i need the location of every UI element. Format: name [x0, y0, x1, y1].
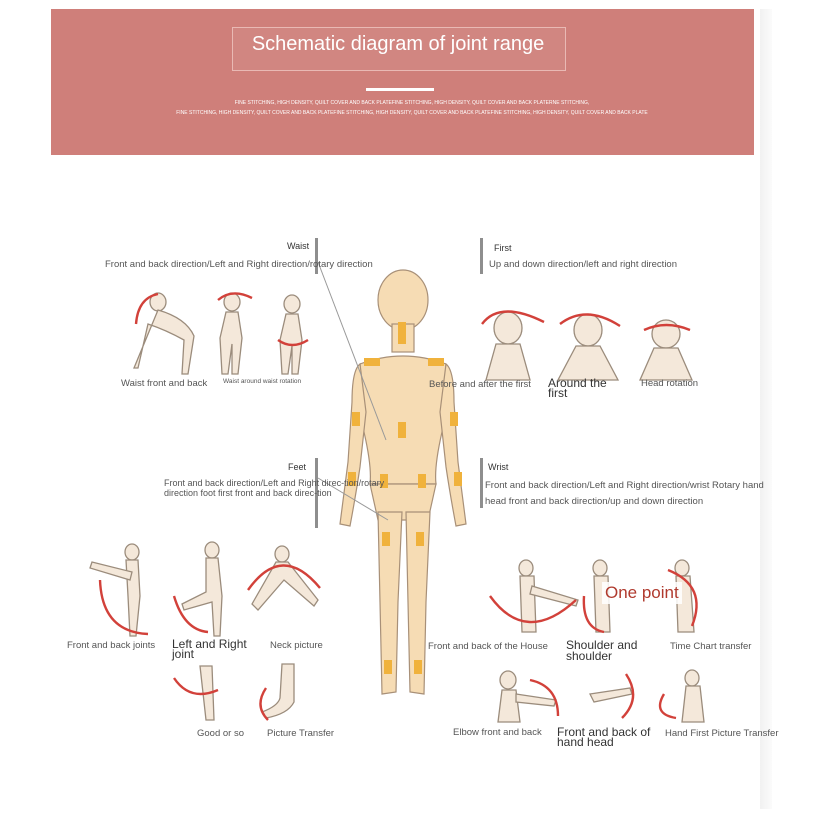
caption-head-rotation: Head rotation — [641, 378, 699, 389]
wrist-description: Front and back direction/Left and Right … — [485, 480, 764, 507]
title-frame — [232, 27, 566, 71]
feet-title: Feet — [288, 462, 307, 472]
header-banner — [51, 9, 754, 155]
central-body-figure — [339, 269, 467, 695]
caption-feet-front-back: Front and back joints — [67, 640, 156, 651]
caption-head-around: Around the first — [548, 376, 607, 400]
page-edge-shadow — [760, 9, 772, 809]
caption-wrist-shoulder: Shoulder and shoulder — [566, 638, 638, 663]
head-pose-illustrations — [481, 310, 693, 381]
head-title: First — [494, 243, 512, 253]
caption-wrist-time-chart: Time Chart transfer — [670, 641, 752, 652]
caption-wrist-hand-head: Front and back of hand head — [557, 725, 651, 749]
fine-print-line-1: FINE STITCHING, HIGH DENSITY, QUILT COVE… — [234, 100, 590, 106]
caption-feet-picture-transfer: Picture Transfer — [267, 728, 335, 739]
wrist-pose-illustrations-lower — [497, 669, 705, 723]
caption-waist-rotation: Waist around waist rotation — [223, 378, 302, 385]
feet-leader-line — [317, 477, 389, 521]
waist-section-bar — [315, 238, 318, 274]
head-description: Up and down direction/left and right dir… — [489, 259, 678, 270]
head-section-bar — [480, 238, 483, 274]
wrist-section-bar — [480, 458, 483, 508]
page-title: Schematic diagram of joint range — [251, 33, 545, 55]
caption-wrist-hand-first: Hand First Picture Transfer — [665, 728, 779, 739]
caption-wrist-elbow: Elbow front and back — [453, 727, 542, 738]
caption-feet-neck-picture: Neck picture — [270, 640, 323, 651]
waist-description: Front and back direction/Left and Right … — [105, 259, 373, 270]
one-point-callout: One point — [602, 582, 682, 604]
caption-head-front-back: Before and after the first — [429, 379, 531, 390]
waist-title: Waist — [287, 241, 310, 251]
waist-pose-illustrations — [133, 292, 309, 375]
caption-wrist-front-back-house: Front and back of the House — [428, 641, 548, 652]
caption-feet-left-right: Left and Right joint — [172, 637, 247, 661]
waist-leader-line — [317, 261, 387, 441]
title-underline — [366, 88, 434, 91]
feet-section-bar — [315, 458, 318, 528]
wrist-title: Wrist — [488, 462, 509, 472]
feet-pose-illustrations — [89, 541, 321, 637]
fine-print-line-2: FINE STITCHING, HIGH DENSITY, QUILT COVE… — [176, 110, 648, 116]
feet-description: Front and back direction/Left and Right … — [164, 478, 385, 498]
feet-pose-illustrations-lower — [173, 663, 295, 721]
caption-feet-good-or-so: Good or so — [197, 728, 244, 739]
caption-waist-front-back: Waist front and back — [121, 378, 208, 389]
